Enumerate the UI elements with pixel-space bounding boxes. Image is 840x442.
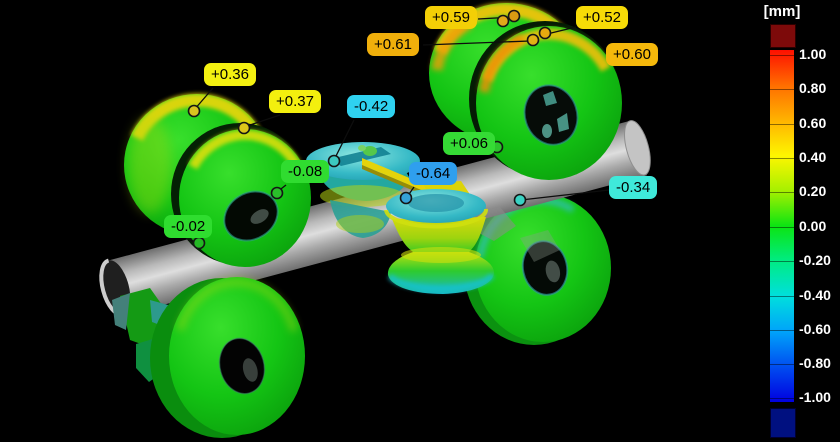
- legend-tick-label: 0.80: [799, 80, 827, 96]
- marker-minus-0-42: [327, 154, 341, 168]
- deviation-label[interactable]: +0.59: [425, 6, 477, 29]
- legend-tick-label: 0.20: [799, 183, 827, 199]
- marker-minus-0-34: [513, 193, 527, 207]
- legend-unit-title: [mm]: [763, 3, 801, 20]
- roller-disc-bottom-left: [112, 277, 305, 438]
- legend-tick-label: -0.20: [799, 252, 831, 268]
- mesh-fragment: [112, 293, 130, 330]
- marker-plus-0-60: [538, 26, 552, 40]
- deviation-label[interactable]: -0.64: [409, 162, 458, 185]
- marker-plus-0-59: [496, 14, 510, 28]
- annotation-markers[interactable]: [187, 9, 552, 250]
- legend-tick-line: [770, 89, 794, 90]
- deviation-label[interactable]: +0.36: [204, 63, 256, 86]
- legend-color-scale: [770, 50, 794, 402]
- legend-tick-label: 0.00: [799, 218, 827, 234]
- marker-minus-0-02: [192, 236, 206, 250]
- legend-tick-label: -0.40: [799, 287, 831, 303]
- deviation-label[interactable]: -0.08: [281, 160, 330, 183]
- deviation-label[interactable]: -0.02: [164, 215, 213, 238]
- legend-tick-label: -1.00: [799, 389, 831, 405]
- legend-overflow-bottom: [770, 408, 796, 438]
- marker-plus-0-52: [507, 9, 521, 23]
- deviation-label[interactable]: -0.42: [347, 95, 396, 118]
- legend-tick-line: [770, 296, 794, 297]
- legend-overflow-top: [770, 24, 796, 48]
- legend-tick-line: [770, 364, 794, 365]
- deviation-label[interactable]: +0.37: [269, 90, 321, 113]
- legend-tick-line: [770, 55, 794, 56]
- legend-tick-label: -0.80: [799, 355, 831, 371]
- legend-tick-label: 1.00: [799, 46, 827, 62]
- marker-plus-0-61: [526, 33, 540, 47]
- marker-minus-0-64: [399, 191, 413, 205]
- deviation-label[interactable]: -0.34: [609, 176, 658, 199]
- legend-tick-label: 0.40: [799, 149, 827, 165]
- legend-tick-label: 0.60: [799, 115, 827, 131]
- marker-plus-0-37: [237, 121, 251, 135]
- deviation-label[interactable]: +0.52: [576, 6, 628, 29]
- deviation-label[interactable]: +0.61: [367, 33, 419, 56]
- legend-tick-label: -0.60: [799, 321, 831, 337]
- legend-tick-line: [770, 398, 794, 399]
- legend-tick-line: [770, 158, 794, 159]
- deviation-label[interactable]: +0.06: [443, 132, 495, 155]
- center-spool-assembly: [306, 142, 495, 294]
- legend-tick-line: [770, 330, 794, 331]
- legend-tick-line: [770, 261, 794, 262]
- mesh-fragment: [520, 230, 560, 262]
- legend-tick-line: [770, 192, 794, 193]
- legend-tick-line: [770, 124, 794, 125]
- marker-minus-0-08: [270, 186, 284, 200]
- deviation-label[interactable]: +0.60: [606, 43, 658, 66]
- legend-tick-line: [770, 227, 794, 228]
- roller-disc-pair-upper-left: [124, 93, 311, 267]
- marker-plus-0-36: [187, 104, 201, 118]
